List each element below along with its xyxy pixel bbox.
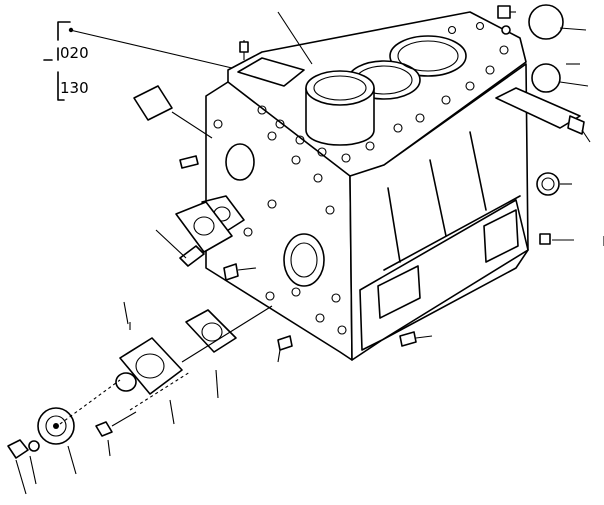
part-number-label-130: 130 (60, 79, 89, 97)
part-number-label-020: 020 (60, 44, 89, 62)
block-leader-lines (239, 11, 433, 363)
oil-pump-assembly (7, 85, 273, 495)
block-plugs-and-seals (497, 4, 604, 246)
part-range-bracket: 020 130 (43, 21, 233, 101)
cylinder-block (205, 11, 581, 361)
